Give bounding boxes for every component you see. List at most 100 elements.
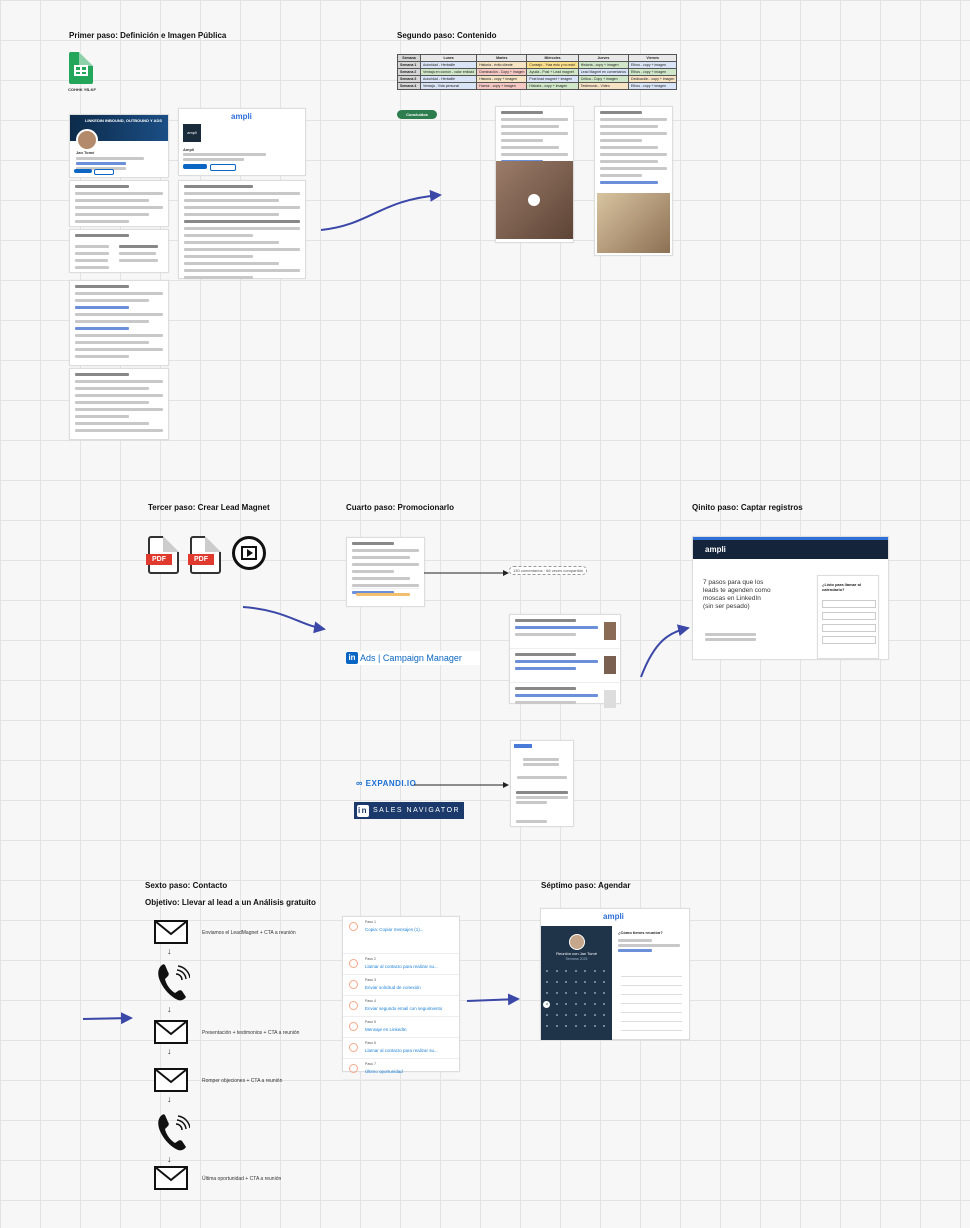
calendar-day[interactable] — [584, 1003, 586, 1005]
calendar-day[interactable] — [584, 970, 586, 972]
calendar-day[interactable] — [584, 992, 586, 994]
calendar-day[interactable] — [555, 992, 558, 994]
calendar-day[interactable] — [584, 981, 586, 983]
signup-form[interactable]: ¿Listo para llamar al calendario? — [817, 575, 879, 659]
schedule-cell[interactable]: Ethos - copy + imagen — [628, 61, 678, 69]
calendar-day[interactable] — [593, 1003, 596, 1005]
calendar-day[interactable] — [565, 992, 567, 994]
schedule-cell[interactable]: Ethos - copy + imagen — [628, 68, 678, 76]
calendar-day[interactable] — [584, 1025, 586, 1027]
calendar-day[interactable] — [565, 1014, 567, 1016]
down-arrow-icon: ↓ — [167, 946, 172, 956]
schedule-cell[interactable]: Lead Magnet en comentarios — [577, 68, 630, 76]
post-video-card[interactable] — [495, 106, 574, 243]
calendar-day[interactable] — [555, 1003, 558, 1005]
calendar-day[interactable] — [555, 970, 558, 972]
calendar-day[interactable] — [593, 1014, 596, 1016]
calendar-day[interactable] — [546, 1003, 548, 1005]
calendar-day[interactable] — [603, 1025, 605, 1027]
schedule-cell[interactable]: Historia - copy + imagen — [577, 61, 630, 69]
concluded-pill[interactable]: Concluidos — [397, 110, 437, 119]
calendar-day[interactable] — [565, 981, 567, 983]
schedule-cell[interactable]: Autoridad - Herbalife — [419, 75, 478, 83]
calendar-day[interactable] — [603, 970, 605, 972]
company-field[interactable] — [822, 636, 876, 644]
schedule-cell[interactable]: Ethos - copy + imagen — [628, 82, 678, 90]
calendar-day[interactable] — [603, 981, 605, 983]
calendar-day[interactable] — [593, 992, 596, 994]
calendar-day[interactable] — [593, 970, 596, 972]
post-image-card[interactable] — [594, 106, 673, 256]
schedule-cell[interactable]: Ayuda - Post + Lead magnet — [526, 68, 579, 76]
calendar-day[interactable] — [574, 1014, 577, 1016]
calendar-day[interactable] — [546, 1014, 548, 1016]
pdf-icon[interactable]: PDF — [146, 536, 179, 574]
calendar-day[interactable] — [584, 1014, 586, 1016]
schedule-cell[interactable]: Humor - copy + imagen — [476, 82, 528, 90]
booking-calendar[interactable]: Reunión con Jan Tomé Semana 2025 — [541, 926, 612, 1040]
calendar-day[interactable] — [565, 970, 567, 972]
linkedin-profile-card[interactable]: LINKEDIN INBOUND, OUTBOUND Y ADS Jan Tom… — [69, 114, 169, 178]
pdf-icon[interactable]: PDF — [188, 536, 221, 574]
calendar-day[interactable] — [574, 970, 577, 972]
schedule-cell[interactable]: Crítica - Copy + imagen — [577, 75, 630, 83]
calendar-day[interactable] — [593, 1025, 596, 1027]
schedule-week-cell: Semana 3 — [397, 75, 421, 83]
schedule-cell[interactable]: Historia - éxito cliente — [476, 61, 528, 69]
calendar-day[interactable] — [565, 1025, 567, 1027]
google-sheets-icon[interactable] — [69, 52, 93, 84]
phone-field[interactable] — [822, 624, 876, 632]
schedule-cell[interactable]: Autoridad - Herbalife — [419, 61, 478, 69]
schedule-cell[interactable]: Ventaja - Vida personal — [419, 82, 478, 90]
schedule-cell[interactable]: Dedicación - copy + imagen — [628, 75, 678, 83]
schedule-cell[interactable]: Post lead magnet + imagen — [526, 75, 579, 83]
post-video-thumbnail[interactable] — [496, 161, 573, 239]
visit-website-button[interactable] — [210, 164, 236, 171]
follow-button[interactable] — [183, 164, 207, 169]
company-page-card[interactable]: ampli ampli Ampli — [178, 108, 306, 176]
calendar-day[interactable] — [546, 981, 548, 983]
schedule-cell[interactable]: Historia - copy + imagen — [526, 82, 579, 90]
promo-post-card[interactable] — [346, 537, 425, 607]
schedule-cell[interactable]: Consejo - 'Haz esto y no esto' — [526, 61, 579, 69]
calendar-day[interactable] — [546, 970, 548, 972]
name-field[interactable] — [822, 600, 876, 608]
calendar-day[interactable] — [555, 1025, 558, 1027]
time-slot-list[interactable] — [621, 968, 682, 1031]
calendar-day[interactable] — [555, 1014, 558, 1016]
calendar-day[interactable] — [574, 1003, 577, 1005]
calendar-day[interactable] — [574, 1025, 577, 1027]
calendar-day[interactable] — [593, 981, 596, 983]
calendar-day[interactable] — [603, 1014, 605, 1016]
video-icon[interactable] — [232, 536, 266, 570]
calendar-day[interactable] — [574, 981, 577, 983]
expandi-campaign-card[interactable] — [510, 740, 574, 827]
calendar-day[interactable] — [603, 992, 605, 994]
calendar-day[interactable] — [565, 1003, 567, 1005]
calendar-day[interactable] — [546, 992, 548, 994]
calendar-day[interactable] — [555, 981, 558, 983]
schedule-cell[interactable]: Historia - copy + imagen — [476, 75, 528, 83]
calendar-title: Reunión con Jan Tomé — [556, 951, 597, 956]
calendar-day[interactable] — [546, 1025, 548, 1027]
connect-button[interactable] — [74, 169, 92, 173]
calendar-day[interactable] — [574, 992, 577, 994]
play-icon[interactable] — [528, 194, 540, 206]
schedule-cell[interactable]: Dominación - Copy + imagen — [476, 68, 528, 76]
schedule-cell[interactable]: Testimonio - Vídeo — [577, 82, 630, 90]
booking-form[interactable] — [618, 937, 680, 954]
email-field[interactable] — [822, 612, 876, 620]
landing-page-card[interactable]: ampli 7 pasos para que los leads te agen… — [692, 536, 889, 660]
message-button[interactable] — [94, 169, 114, 175]
calendar-day[interactable] — [603, 1003, 605, 1005]
schedule-cell[interactable]: Ventaja en común - valor entidad — [419, 68, 478, 76]
